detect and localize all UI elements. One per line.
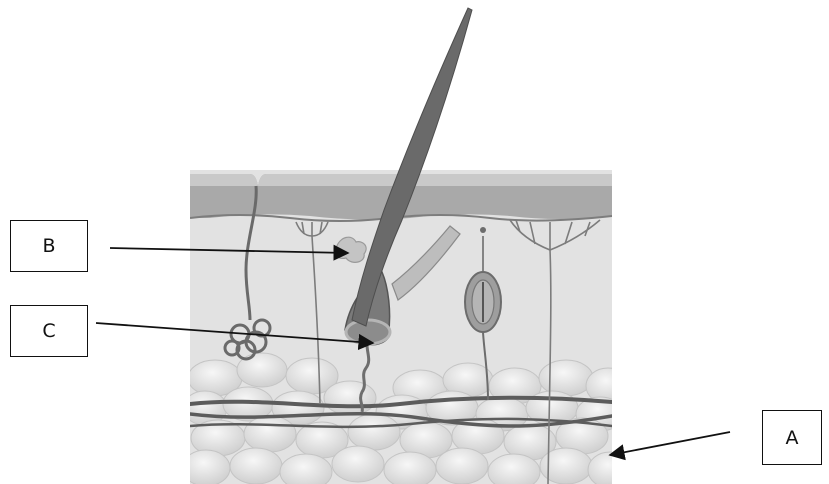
label-a-text: A [786,427,799,449]
label-box-a: A [762,410,822,465]
label-b-text: B [42,235,55,257]
label-box-c: C [10,305,88,357]
label-box-b: B [10,220,88,272]
label-c-text: C [42,320,55,342]
arrow-a [610,432,730,455]
